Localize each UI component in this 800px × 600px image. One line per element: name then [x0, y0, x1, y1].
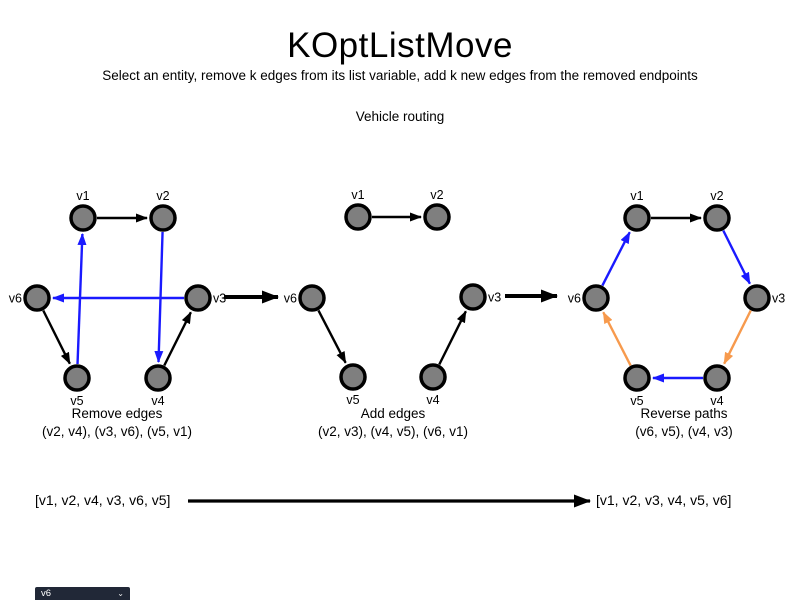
node-label-v5: v5 [70, 394, 83, 408]
node-v6 [298, 284, 326, 312]
node-v4 [144, 364, 172, 392]
node-v2 [149, 204, 177, 232]
node-label-v3: v3 [213, 292, 226, 306]
node-label-v2: v2 [710, 189, 723, 203]
node-label-v4: v4 [426, 393, 439, 407]
node-v6 [582, 284, 610, 312]
node-v5 [339, 363, 367, 391]
caption-edge-list: (v6, v5), (v4, v3) [635, 424, 733, 439]
status-tooltip-label: v6 [41, 588, 52, 599]
list-after: [v1, v2, v3, v4, v5, v6] [596, 492, 732, 508]
node-label-v1: v1 [76, 189, 89, 203]
page-title: KOptListMove [287, 26, 513, 65]
node-v1 [344, 203, 372, 231]
node-label-v4: v4 [151, 394, 164, 408]
caption-title: Reverse paths [640, 406, 728, 421]
node-v1 [623, 204, 651, 232]
edge-v4-v3 [163, 311, 192, 367]
node-v6 [23, 284, 51, 312]
node-label-v5: v5 [630, 394, 643, 408]
node-v3 [743, 284, 771, 312]
edge-v3-v4 [723, 309, 752, 365]
edge-v4-v3 [438, 310, 467, 366]
caption-edge-list: (v2, v4), (v3, v6), (v5, v1) [41, 424, 193, 439]
caption-title: Add edges [360, 406, 426, 421]
node-label-v1: v1 [351, 188, 364, 202]
remove-edges-graph: v1 v2 v6 v3 v5 v4 [9, 189, 226, 408]
node-label-v5: v5 [346, 393, 359, 407]
reverse-paths-graph: v1 v2 v6 v3 v5 v4 [568, 189, 785, 408]
node-label-v2: v2 [430, 188, 443, 202]
list-before: [v1, v2, v4, v3, v6, v5] [35, 492, 171, 508]
node-label-v1: v1 [630, 189, 643, 203]
status-tooltip[interactable]: v6 ⌄ [35, 587, 130, 600]
edge-v6-v5 [317, 309, 347, 364]
node-label-v3: v3 [488, 291, 501, 305]
node-label-v6: v6 [9, 292, 22, 306]
node-v5 [63, 364, 91, 392]
edge-v5-v1 [76, 232, 87, 365]
node-label-v4: v4 [710, 394, 723, 408]
edge-v6-v1 [601, 231, 631, 287]
node-v3 [184, 284, 212, 312]
edge-v2-v3 [722, 229, 751, 285]
scenario-label: Vehicle routing [355, 109, 445, 124]
node-label-v6: v6 [568, 292, 581, 306]
node-v2 [703, 204, 731, 232]
edge-v6-v5 [42, 309, 71, 365]
edge-v5-v6 [602, 311, 632, 367]
node-label-v3: v3 [772, 292, 785, 306]
node-v2 [423, 203, 451, 231]
node-label-v6: v6 [284, 292, 297, 306]
subtitle: Select an entity, remove k edges from it… [102, 68, 698, 83]
node-v3 [459, 283, 487, 311]
caption-edge-list: (v2, v3), (v4, v5), (v6, v1) [317, 424, 469, 439]
node-label-v2: v2 [156, 189, 169, 203]
add-edges-graph: v1 v2 v6 v3 v5 v4 [284, 188, 501, 407]
caption-title: Remove edges [71, 406, 163, 421]
caption-remove-edges: Remove edges (v2, v4), (v3, v6), (v5, v1… [0, 405, 247, 441]
node-v1 [69, 204, 97, 232]
node-v5 [623, 364, 651, 392]
caption-reverse-paths: Reverse paths (v6, v5), (v4, v3) [554, 405, 800, 441]
chevron-down-icon: ⌄ [117, 588, 124, 598]
node-v4 [419, 363, 447, 391]
node-v4 [703, 364, 731, 392]
caption-add-edges: Add edges (v2, v3), (v4, v5), (v6, v1) [263, 405, 523, 441]
